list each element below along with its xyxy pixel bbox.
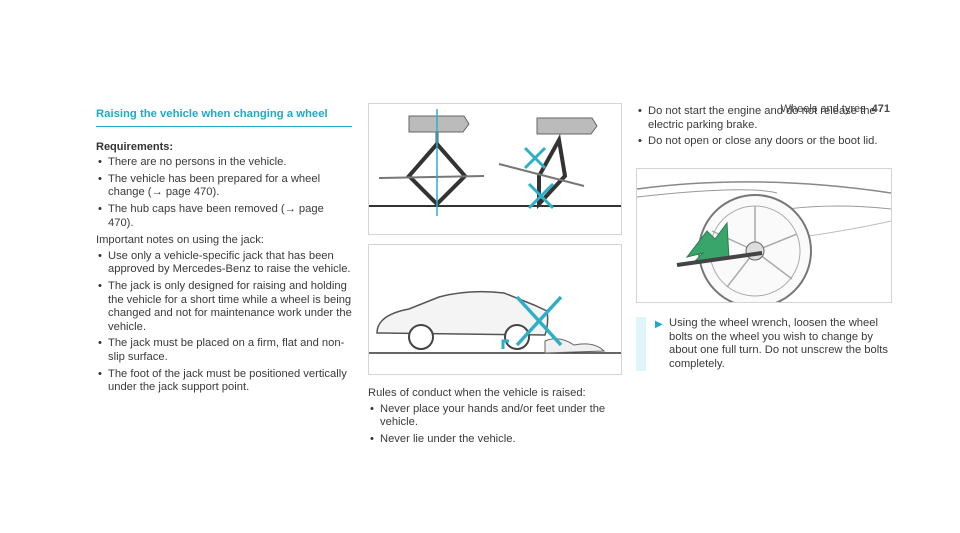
requirements-label: Requirements:	[96, 140, 174, 153]
play-arrow-icon: ▶	[655, 319, 663, 330]
list-item: Never place your hands and/or feet under…	[368, 403, 620, 430]
list-item: Never lie under the vehicle.	[368, 433, 620, 447]
list-item: The hub caps have been removed (→ page 4…	[96, 203, 352, 230]
column-middle: Rules of conduct when the vehicle is rai…	[368, 387, 620, 449]
instruction-text: Using the wheel wrench, loosen the wheel…	[669, 317, 888, 370]
wheel-wrench-figure	[636, 168, 892, 308]
wrench-icon	[676, 251, 763, 267]
section-title: Raising the vehicle when changing a whee…	[96, 108, 352, 127]
jack-comparison-figure	[368, 103, 622, 235]
rules-intro: Rules of conduct when the vehicle is rai…	[368, 387, 586, 399]
precautions-list: Do not start the engine and do not relea…	[636, 105, 892, 149]
notes-intro: Important notes on using the jack:	[96, 234, 264, 247]
jack-comparison-illustration	[369, 109, 621, 216]
instruction-step: ▶ Using the wheel wrench, loosen the whe…	[636, 317, 892, 371]
rules-list: Never place your hands and/or feet under…	[368, 403, 620, 447]
list-item: The jack is only designed for raising an…	[96, 280, 352, 334]
arrow-icon	[685, 221, 730, 262]
notes-list: Use only a vehicle-specific jack that ha…	[96, 250, 352, 395]
list-item: Do not open or close any doors or the bo…	[636, 135, 892, 149]
list-item: The jack must be placed on a firm, flat …	[96, 337, 352, 364]
instruction-highlight-bar	[636, 317, 646, 371]
list-item: The foot of the jack must be positioned …	[96, 368, 352, 395]
column-left: Raising the vehicle when changing a whee…	[96, 108, 352, 398]
column-right: Do not start the engine and do not relea…	[636, 103, 892, 152]
list-item: There are no persons in the vehicle.	[96, 156, 352, 170]
list-item: Do not start the engine and do not relea…	[636, 105, 892, 132]
car-raised-figure	[368, 244, 622, 375]
wheel-wrench-illustration	[636, 181, 892, 308]
list-item: The vehicle has been prepared for a whee…	[96, 173, 352, 200]
requirements-list: There are no persons in the vehicle. The…	[96, 156, 352, 230]
car-raised-warning-illustration	[369, 290, 621, 354]
list-item: Use only a vehicle-specific jack that ha…	[96, 250, 352, 277]
